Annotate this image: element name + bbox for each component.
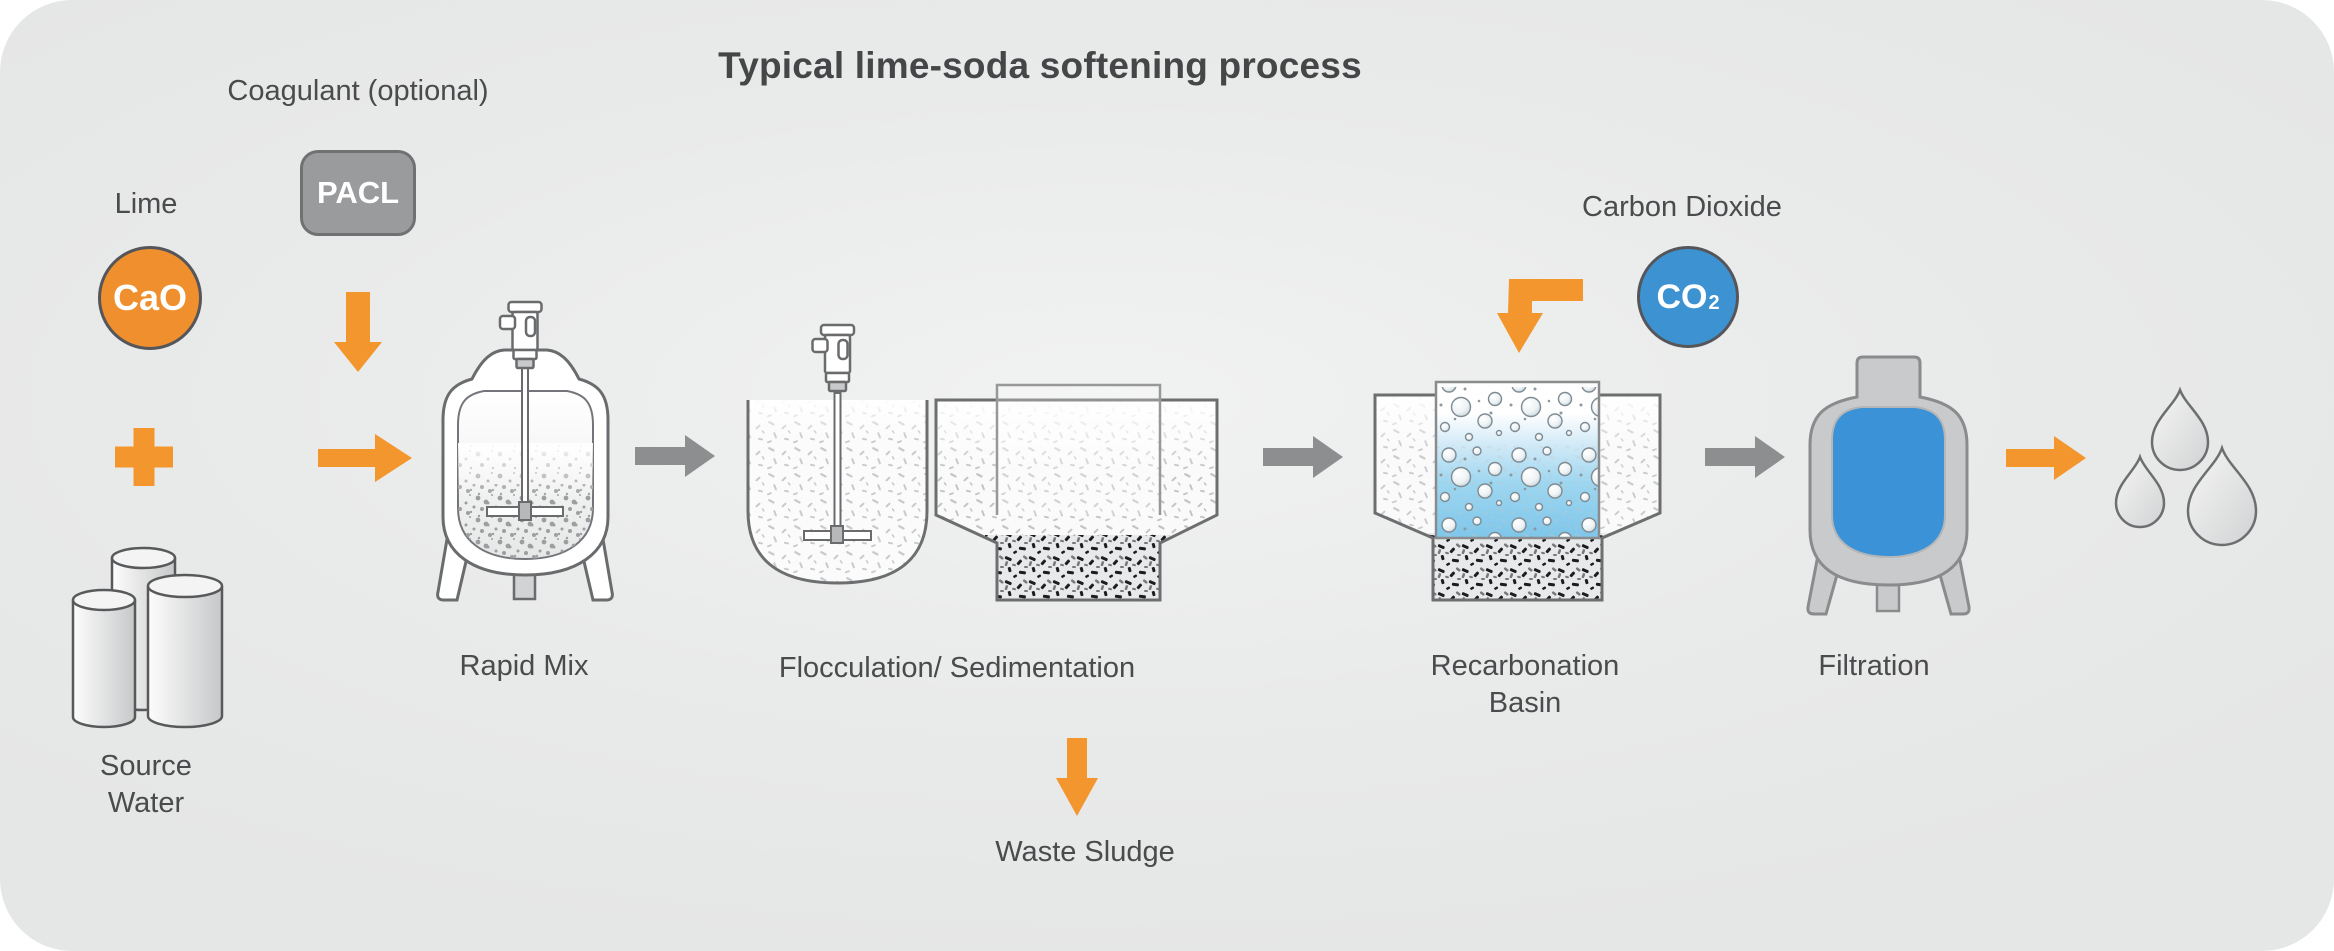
floc-impeller bbox=[803, 392, 872, 544]
floc-basin-outline bbox=[746, 400, 929, 585]
water-droplets-icon bbox=[2114, 386, 2258, 547]
coagulant-down-arrow-icon bbox=[334, 292, 382, 372]
waste-sludge-label: Waste Sludge bbox=[995, 836, 1175, 868]
flocculation-sedimentation-icon bbox=[746, 323, 1219, 602]
filtration-vessel-icon bbox=[1806, 355, 1971, 616]
sedimentation-outline bbox=[934, 398, 1219, 602]
diagram-title: Typical lime-soda softening process bbox=[718, 45, 1362, 86]
lime-cao-badge: CaO bbox=[98, 246, 202, 350]
recarbonation-line1: Recarbonation bbox=[1430, 650, 1620, 682]
waste-sludge-arrow-icon bbox=[1056, 738, 1098, 816]
feed-right-arrow-icon bbox=[318, 434, 412, 482]
pacl-chip-label: PACL bbox=[316, 175, 400, 210]
stage-arrow-3-icon bbox=[1705, 436, 1785, 478]
recarbonation-line2: Basin bbox=[1488, 687, 1562, 719]
cao-formula: CaO bbox=[112, 277, 188, 318]
plus-icon bbox=[115, 428, 173, 486]
recarbonation-basin-label: Recarbonation Basin bbox=[1431, 648, 1620, 722]
carbon-dioxide-label: Carbon Dioxide bbox=[1582, 191, 1782, 223]
recarbonation-basin-icon bbox=[1373, 380, 1662, 602]
co2-formula-subscript: 2 bbox=[1708, 291, 1720, 314]
sedimentation-inner-weir bbox=[995, 383, 1162, 515]
co2-formula: CO bbox=[1656, 277, 1708, 316]
floc-motor-icon bbox=[811, 323, 856, 393]
stage-arrow-2-icon bbox=[1263, 436, 1343, 478]
filtration-label: Filtration bbox=[1818, 650, 1930, 682]
source-water-icon bbox=[71, 546, 224, 729]
output-right-arrow-icon bbox=[2006, 436, 2086, 480]
filtration-media bbox=[1831, 406, 1946, 559]
source-water-label: Source Water bbox=[100, 748, 192, 822]
rapid-mix-label: Rapid Mix bbox=[459, 650, 589, 682]
co2-elbow-arrow-icon bbox=[1497, 279, 1583, 353]
rapid-mix-tank-icon bbox=[436, 300, 614, 602]
rapid-mix-impeller bbox=[486, 366, 564, 521]
flocculation-sedimentation-label: Flocculation/ Sedimentation bbox=[778, 652, 1136, 684]
lime-label: Lime bbox=[114, 188, 178, 220]
recarb-outline bbox=[1373, 393, 1662, 602]
recarb-inner-weir bbox=[1434, 380, 1601, 540]
recarb-water bbox=[1434, 380, 1601, 540]
source-water-line2: Water bbox=[107, 787, 185, 819]
coagulant-label: Coagulant (optional) bbox=[227, 75, 489, 107]
source-water-line1: Source bbox=[100, 750, 192, 782]
pacl-chip: PACL bbox=[300, 150, 416, 236]
stage-arrow-1-icon bbox=[635, 435, 715, 477]
